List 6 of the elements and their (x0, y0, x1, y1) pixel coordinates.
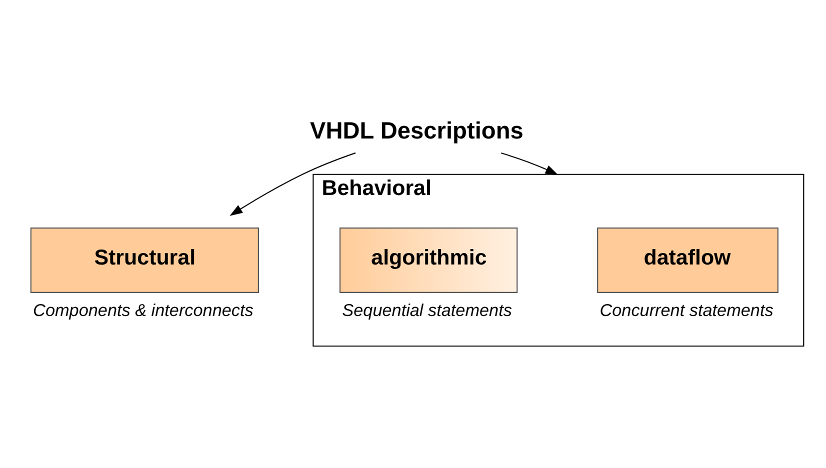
node-label: Concurrent statements (600, 299, 774, 320)
node-label: Sequential statements (342, 299, 512, 320)
arrow (230, 152, 356, 216)
node-label: Components & interconnects (33, 299, 254, 320)
node-text: VHDL Descriptions (310, 118, 524, 144)
arrow (500, 152, 558, 175)
